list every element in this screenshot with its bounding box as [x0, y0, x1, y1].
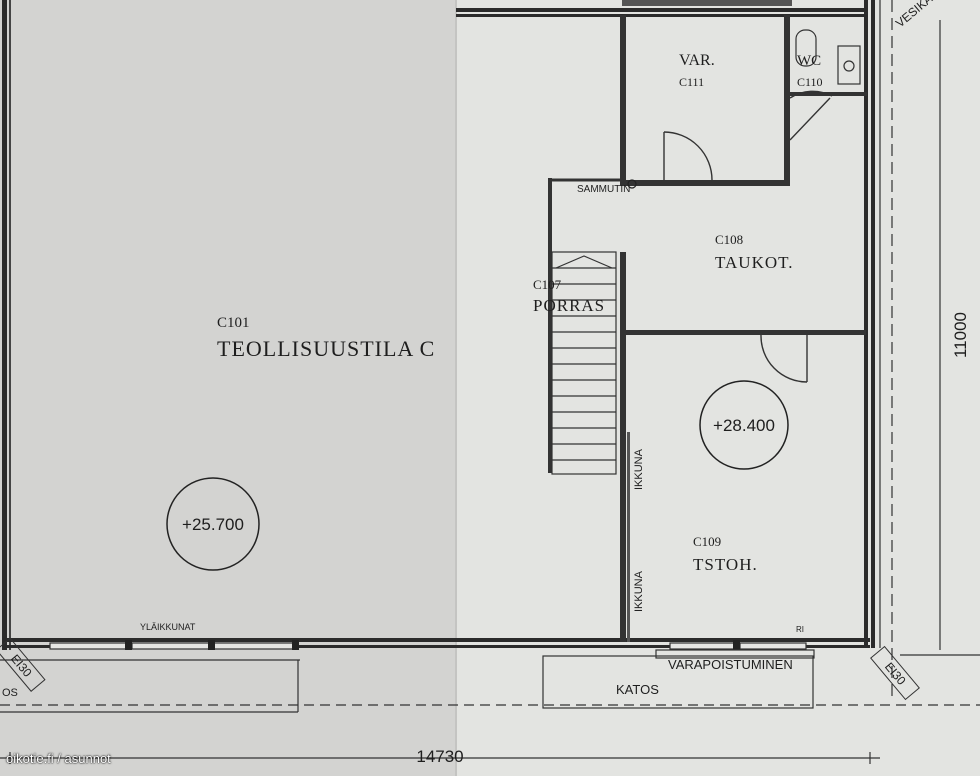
outer-walls	[2, 0, 875, 650]
elevation-marker-ground	[166, 477, 260, 571]
room-name-porras: PORRAS	[533, 296, 605, 315]
wc-fixtures	[795, 29, 861, 85]
label-os: OS	[2, 687, 18, 699]
staircase	[551, 251, 617, 475]
label-ikkuna-upper: IKKUNA	[633, 448, 645, 490]
extinguisher-icon	[627, 179, 637, 189]
site-watermark: oikotie.fi / asunnot	[6, 751, 111, 766]
window-mullions	[125, 640, 740, 650]
room-name-var: VAR.	[679, 52, 715, 69]
room-code-c107: C107	[533, 277, 562, 292]
label-ri: RI	[796, 625, 804, 634]
dimension-width: 14730	[416, 747, 463, 766]
doors	[663, 90, 833, 383]
ei30-box-left	[0, 637, 46, 692]
room-name-teollisuustila: TEOLLISUUSTILA C	[217, 336, 435, 361]
room-code-c111: C111	[679, 75, 704, 89]
elevation-label-ground: +25.700	[182, 515, 244, 534]
elevation-label-upper: +28.400	[713, 416, 775, 435]
label-ikkuna-lower: IKKUNA	[633, 570, 645, 612]
elevation-marker-upper	[699, 380, 789, 470]
room-code-c109: C109	[693, 534, 721, 549]
room-code-c110: C110	[797, 75, 823, 89]
dimension-height: 11000	[951, 312, 970, 358]
room-code-c101: C101	[217, 315, 250, 331]
label-sammutin: SAMMUTIN	[577, 184, 630, 195]
room-code-c108: C108	[715, 232, 743, 247]
label-varapoistuminen: VARAPOISTUMINEN	[668, 657, 793, 672]
room-name-taukot: TAUKOT.	[715, 253, 794, 272]
label-katos: KATOS	[616, 682, 659, 697]
room-name-wc: WC	[797, 53, 821, 69]
ei30-box-right	[870, 645, 920, 701]
label-ylaikkunat: YLÄIKKUNAT	[140, 622, 196, 632]
room-name-tstoh: TSTOH.	[693, 555, 758, 574]
